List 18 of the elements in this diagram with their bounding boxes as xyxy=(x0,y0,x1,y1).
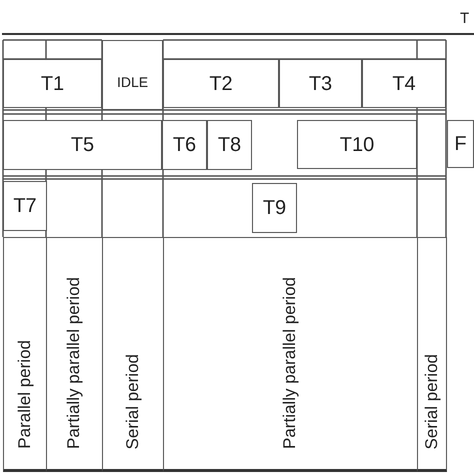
task-box: T9 xyxy=(252,183,297,233)
task-box: T10 xyxy=(297,120,417,169)
period-column: Serial period xyxy=(417,237,447,472)
period-column: Parallel period xyxy=(3,237,47,472)
task-box: T7 xyxy=(3,181,47,231)
task-box: T8 xyxy=(207,120,252,170)
axis-label: T xyxy=(460,10,470,27)
task-box: F xyxy=(447,120,474,168)
task-box: T4 xyxy=(362,59,446,108)
task-box: T5 xyxy=(3,120,162,170)
task-box: T1 xyxy=(3,59,102,108)
task-box: T2 xyxy=(163,59,279,108)
period-column: Partially parallel period xyxy=(163,237,418,472)
task-box: T6 xyxy=(162,120,207,170)
idle-box: IDLE xyxy=(102,40,163,110)
task-box: T3 xyxy=(279,59,362,108)
period-column: Partially parallel period xyxy=(46,237,103,472)
period-column: Serial period xyxy=(102,237,164,472)
